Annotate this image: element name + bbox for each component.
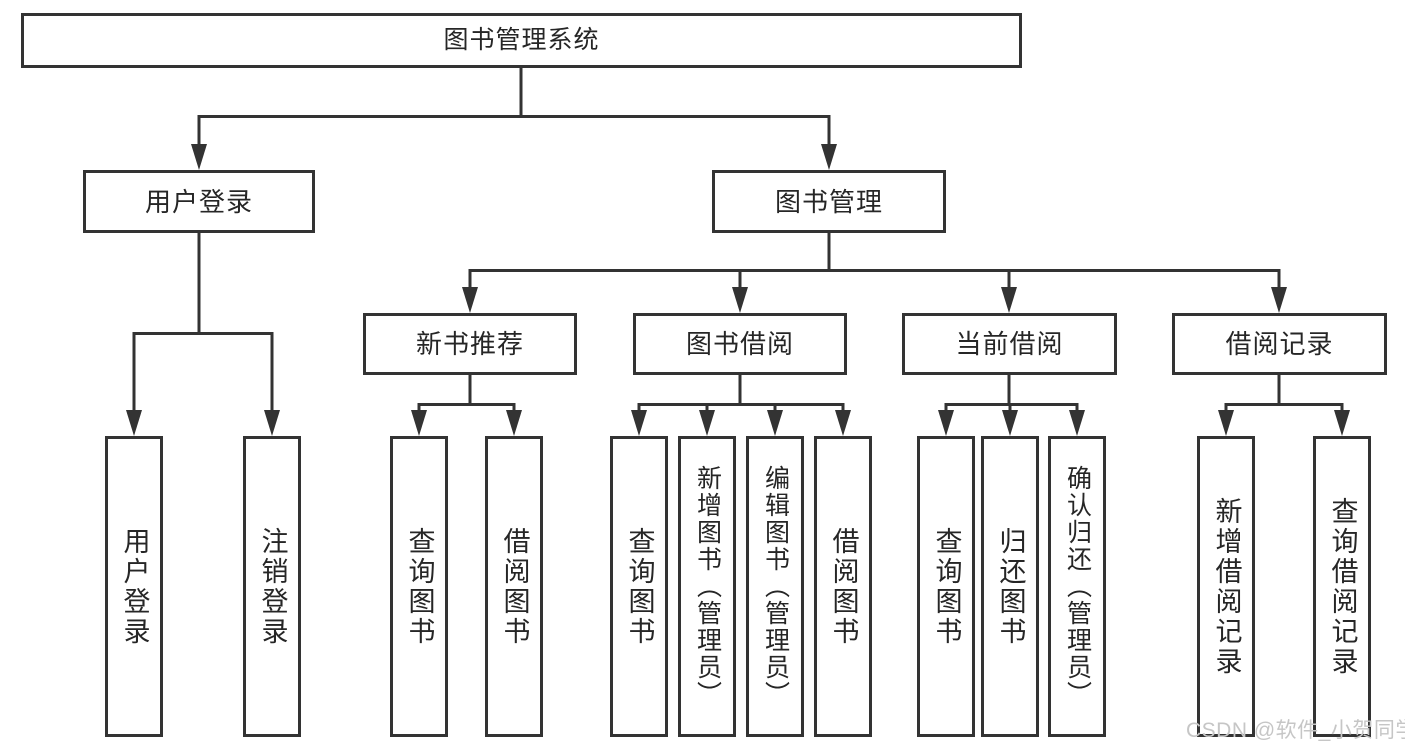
node-root-library-management-system: 图书管理系统 xyxy=(21,13,1022,68)
leaf-query-borrow-record: 查询借阅记录 xyxy=(1313,436,1371,737)
connector-user-login-to-leaves xyxy=(126,233,280,436)
leaf-borrow-books-recommend: 借阅图书 xyxy=(485,436,543,737)
connector-root-to-level2 xyxy=(191,68,837,170)
leaf-confirm-return-admin: 确认归还（管理员） xyxy=(1048,436,1106,737)
node-user-login: 用户登录 xyxy=(83,170,315,233)
connector-new-book-recommend-to-leaves xyxy=(411,375,522,436)
node-current-borrowing: 当前借阅 xyxy=(902,313,1117,375)
node-book-management: 图书管理 xyxy=(712,170,946,233)
leaf-borrow-books: 借阅图书 xyxy=(814,436,872,737)
leaf-query-books-recommend: 查询图书 xyxy=(390,436,448,737)
node-new-book-recommend: 新书推荐 xyxy=(363,313,577,375)
connector-borrowing-records-to-leaves xyxy=(1218,375,1350,436)
leaf-query-books-current: 查询图书 xyxy=(917,436,975,737)
connector-book-management-to-level3 xyxy=(462,233,1287,313)
leaf-add-books-admin: 新增图书（管理员） xyxy=(678,436,736,737)
leaf-logout: 注销登录 xyxy=(243,436,301,737)
csdn-watermark: CSDN @软件_小贺同学 xyxy=(1186,719,1405,742)
connector-current-borrowing-to-leaves xyxy=(938,375,1085,436)
leaf-user-login: 用户登录 xyxy=(105,436,163,737)
node-book-borrowing: 图书借阅 xyxy=(633,313,847,375)
leaf-return-books: 归还图书 xyxy=(981,436,1039,737)
leaf-query-books-borrowing: 查询图书 xyxy=(610,436,668,737)
leaf-add-borrow-record: 新增借阅记录 xyxy=(1197,436,1255,737)
leaf-edit-books-admin: 编辑图书（管理员） xyxy=(746,436,804,737)
node-borrowing-records: 借阅记录 xyxy=(1172,313,1387,375)
connector-book-borrowing-to-leaves xyxy=(631,375,851,436)
